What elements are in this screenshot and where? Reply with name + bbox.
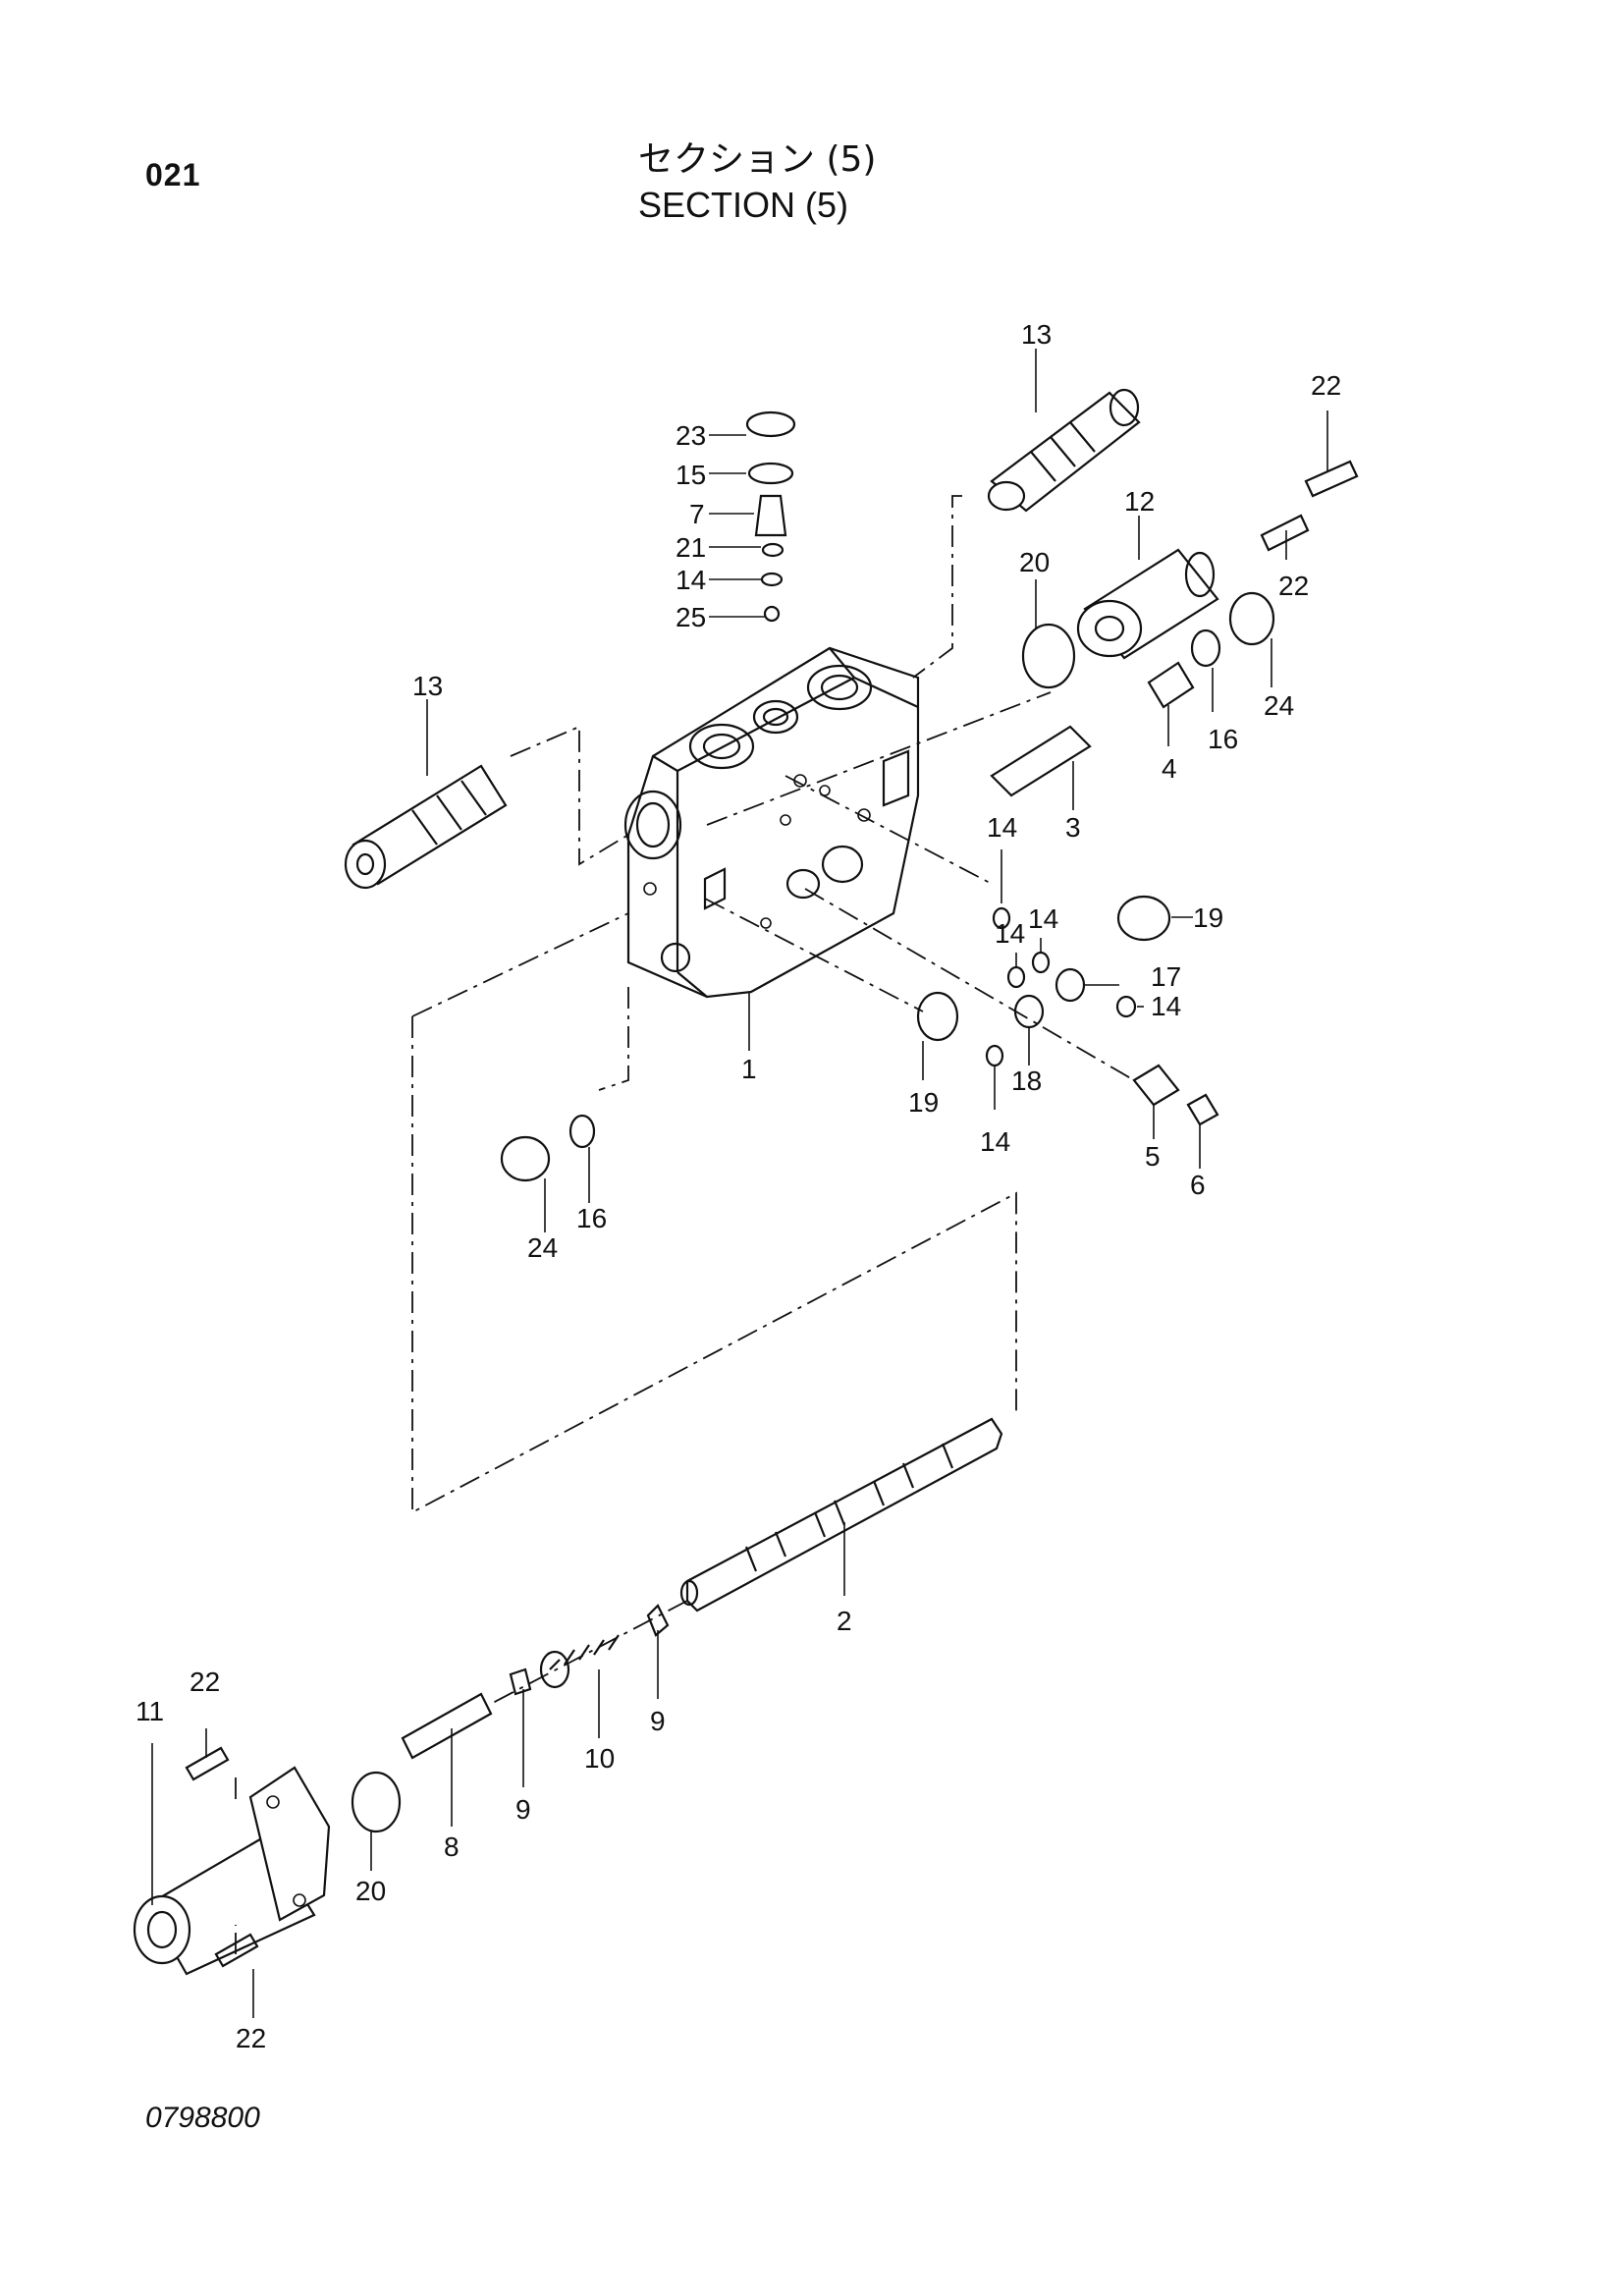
relief-valve-upper <box>987 388 1141 513</box>
callout-8: 8 <box>444 1831 460 1862</box>
callout-14-f: 14 <box>980 1126 1010 1157</box>
callout-25: 25 <box>676 602 706 632</box>
callout-18: 18 <box>1011 1066 1042 1096</box>
callout-6: 6 <box>1190 1170 1206 1200</box>
callout-15: 15 <box>676 460 706 490</box>
callout-14-d: 14 <box>995 918 1025 949</box>
callout-9-right: 9 <box>650 1706 666 1736</box>
callout-20-lower: 20 <box>355 1876 386 1906</box>
cover-upper <box>1076 548 1219 660</box>
callout-14-c: 14 <box>1028 903 1058 934</box>
callout-16-right: 16 <box>1208 724 1238 754</box>
callout-22-lower-top: 22 <box>189 1667 220 1697</box>
page-number: 021 <box>145 157 201 192</box>
callout-labels: 23 15 7 21 14 25 13 12 22 22 20 24 16 4 … <box>135 319 1341 2053</box>
callout-13-upper: 13 <box>1021 319 1052 350</box>
callout-22-mid: 22 <box>1278 571 1309 601</box>
callout-14-e: 14 <box>1151 991 1181 1021</box>
spool <box>679 1417 1003 1613</box>
title-japanese: セクション (5) <box>638 139 877 180</box>
callout-24-left: 24 <box>527 1232 558 1263</box>
title-block: セクション (5) SECTION (5) <box>638 137 1031 228</box>
callout-12: 12 <box>1124 486 1155 517</box>
leader-lines <box>151 349 1328 2018</box>
callout-14-b: 14 <box>987 812 1017 843</box>
cover-lower <box>133 1766 331 1976</box>
callout-17: 17 <box>1151 961 1181 992</box>
callout-3: 3 <box>1065 812 1081 843</box>
callout-16-left: 16 <box>576 1203 607 1233</box>
callout-19-right: 19 <box>1193 902 1223 933</box>
callout-20-upper: 20 <box>1019 547 1050 577</box>
small-parts <box>185 410 1359 1968</box>
callout-22-lower-bottom: 22 <box>236 2023 266 2053</box>
callout-23: 23 <box>676 420 706 451</box>
callout-13-left: 13 <box>412 671 443 701</box>
callout-5: 5 <box>1145 1141 1161 1172</box>
title-english: SECTION (5) <box>638 185 849 225</box>
relief-valve-left <box>344 764 508 890</box>
callout-7: 7 <box>689 499 705 529</box>
callout-14: 14 <box>676 565 706 595</box>
callout-9-left: 9 <box>515 1794 531 1825</box>
callout-1: 1 <box>741 1054 757 1084</box>
callout-4: 4 <box>1162 753 1177 784</box>
callout-2: 2 <box>837 1606 852 1636</box>
assembly-lines <box>235 495 1135 1954</box>
drawing-code: 0798800 <box>145 2102 260 2134</box>
callout-11: 11 <box>135 1696 164 1726</box>
callout-24-right: 24 <box>1264 690 1294 721</box>
callout-10: 10 <box>584 1743 615 1774</box>
callout-21: 21 <box>676 532 706 563</box>
callout-19-left: 19 <box>908 1087 939 1118</box>
callout-22-top: 22 <box>1311 370 1341 401</box>
valve-body <box>623 646 920 999</box>
